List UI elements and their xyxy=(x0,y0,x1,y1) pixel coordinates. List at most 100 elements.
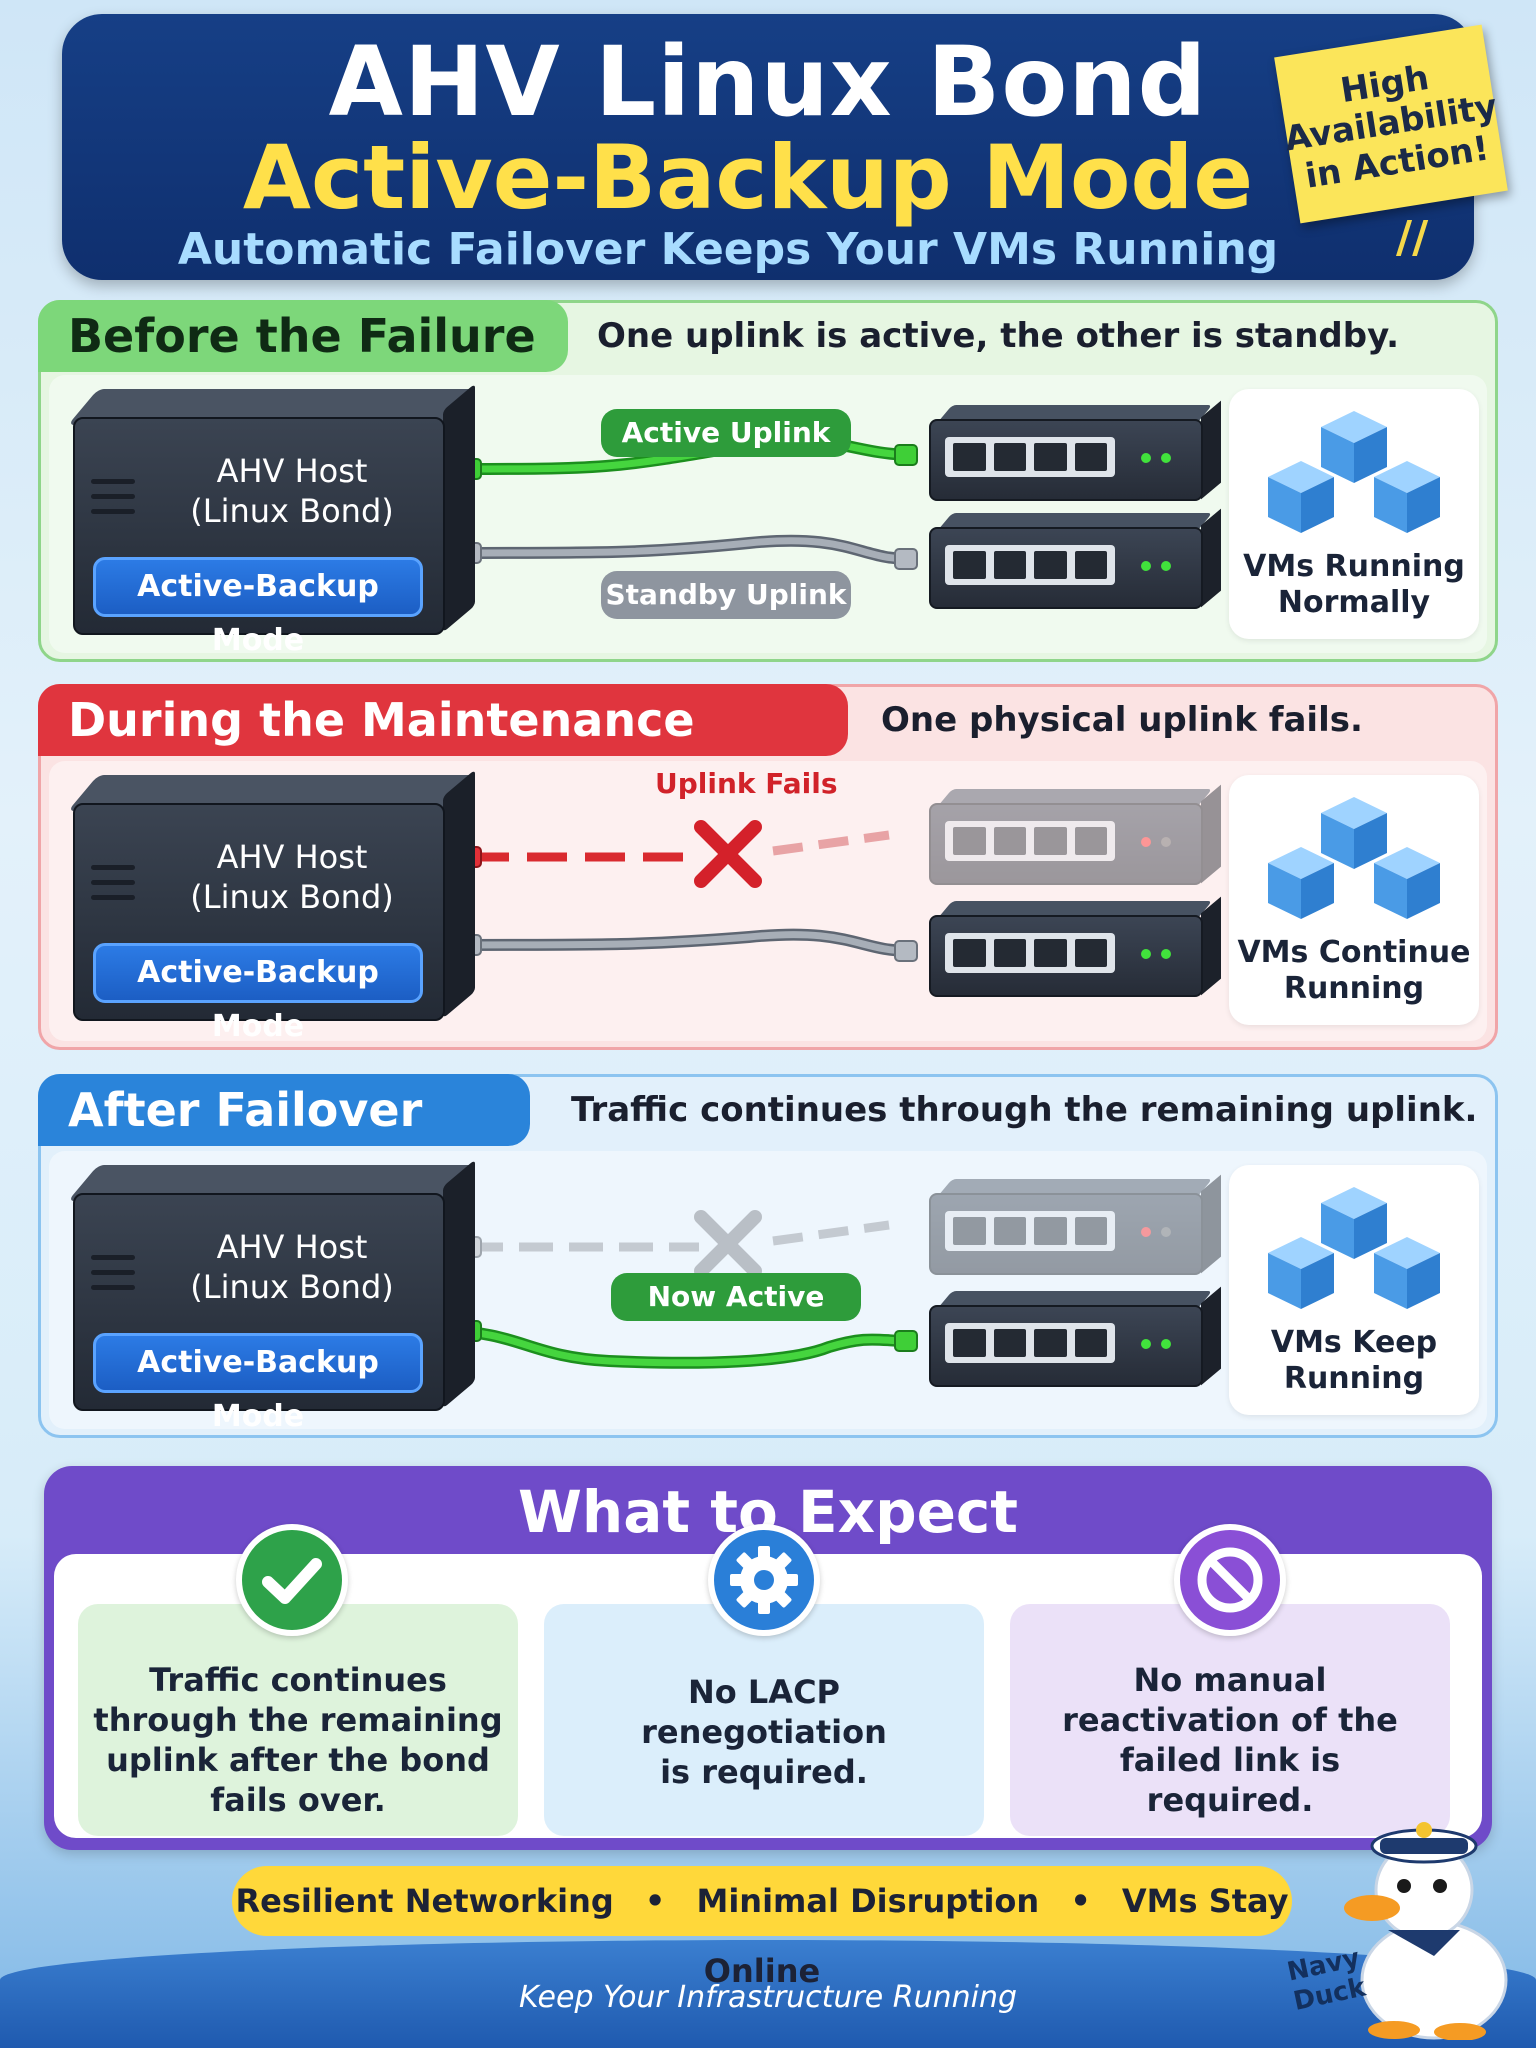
section-tag: After Failover xyxy=(38,1074,530,1146)
footer-wave xyxy=(0,1940,1536,2048)
gear-icon xyxy=(708,1524,820,1636)
page-title: AHV Linux Bond xyxy=(328,26,1208,138)
expect-card-line: reactivation of the xyxy=(1062,1701,1398,1739)
status-led-icon xyxy=(1161,837,1171,847)
network-switch-2 xyxy=(929,508,1229,609)
switch-ports-icon xyxy=(945,1323,1115,1363)
mode-badge: Active-Backup Mode xyxy=(93,1333,423,1434)
vent-icon xyxy=(91,479,135,524)
sticky-note: High Availability in Action! xyxy=(1274,24,1508,224)
ahv-host: AHV Host (Linux Bond) Active-Backup Mode xyxy=(67,769,497,1044)
switch-ports-icon xyxy=(945,545,1115,585)
section-tag: Before the Failure xyxy=(38,300,568,372)
status-led-icon xyxy=(1161,1339,1171,1349)
section-tag: During the Maintenance Window xyxy=(38,684,848,819)
vm-status-sublabel: Normally xyxy=(1277,585,1431,620)
vm-status-card: VMs Continue Running xyxy=(1229,775,1479,1025)
host-sublabel: (Linux Bond) xyxy=(190,1268,394,1306)
network-switch-2 xyxy=(929,1286,1229,1387)
section-body: AHV Host (Linux Bond) Active-Backup Mode… xyxy=(49,1151,1487,1434)
section-description: One uplink is active, the other is stand… xyxy=(597,316,1400,356)
vm-cubes-icon xyxy=(1268,411,1440,533)
switch-ports-icon xyxy=(945,933,1115,973)
navy-duck-mascot xyxy=(1344,1822,1508,2040)
vm-status-label: VMs Continue xyxy=(1237,935,1471,970)
vm-status-card: VMs Running Normally xyxy=(1229,389,1479,639)
section-after-failover: After Failover Traffic continues through… xyxy=(38,1074,1498,1438)
vm-cubes-icon xyxy=(1268,797,1440,919)
ahv-host: AHV Host (Linux Bond) Active-Backup Mode xyxy=(67,1159,497,1434)
uplink-cables xyxy=(443,1210,918,1369)
network-switch-2 xyxy=(929,896,1229,997)
vent-icon xyxy=(91,865,135,910)
page-title-mode: Active-Backup Mode xyxy=(242,126,1254,229)
expect-card-reactivation: No manual reactivation of the failed lin… xyxy=(1010,1604,1450,1836)
expect-card-line: failed link is xyxy=(1119,1741,1341,1779)
ahv-host: AHV Host (Linux Bond) Active-Backup Mode xyxy=(67,383,497,658)
section-description: One physical uplink fails. xyxy=(881,700,1363,740)
vent-icon xyxy=(91,1255,135,1300)
section-maintenance-window: During the Maintenance Window One physic… xyxy=(38,684,1498,1050)
vm-status-sublabel: Running xyxy=(1283,971,1425,1006)
failed-network-switch xyxy=(929,1174,1229,1275)
mode-badge: Active-Backup Mode xyxy=(93,943,423,1044)
section-body: Uplink Fails AHV Host (Linux Bond) Activ… xyxy=(49,761,1487,1044)
expect-card-line: renegotiation xyxy=(641,1713,887,1751)
bullet-separator: • xyxy=(1070,1882,1091,1920)
footer-tagline: Keep Your Infrastructure Running xyxy=(518,1980,1018,2015)
vm-status-card: VMs Keep Running xyxy=(1229,1165,1479,1415)
now-active-label: Now Active xyxy=(611,1273,861,1321)
expect-card-lacp: No LACP renegotiation is required. xyxy=(544,1604,984,1836)
host-label: AHV Host xyxy=(216,452,368,490)
status-led-icon xyxy=(1141,837,1151,847)
host-label: AHV Host xyxy=(216,1228,368,1266)
status-led-icon xyxy=(1141,1227,1151,1237)
host-sublabel: (Linux Bond) xyxy=(190,492,394,530)
host-sublabel: (Linux Bond) xyxy=(190,878,394,916)
expect-card-line: No LACP xyxy=(688,1673,840,1711)
status-led-icon xyxy=(1161,1227,1171,1237)
status-led-icon xyxy=(1161,561,1171,571)
benefit-item: Resilient Networking xyxy=(235,1882,614,1920)
switch-ports-icon xyxy=(945,821,1115,861)
expect-card-traffic: Traffic continues through the remaining … xyxy=(78,1604,518,1836)
status-led-icon xyxy=(1141,453,1151,463)
benefits-banner: Resilient Networking • Minimal Disruptio… xyxy=(232,1866,1292,1990)
vm-status-label: VMs Running xyxy=(1243,549,1465,584)
switch-ports-icon xyxy=(945,1211,1115,1251)
expect-card-line: is required. xyxy=(660,1753,868,1791)
active-uplink-label: Active Uplink xyxy=(601,409,851,457)
vm-cubes-icon xyxy=(1268,1187,1440,1309)
x-mark-icon xyxy=(694,1210,762,1278)
benefit-item: Minimal Disruption xyxy=(696,1882,1040,1920)
expect-card-line: required. xyxy=(1146,1781,1314,1819)
benefit-item: VMs Stay Online xyxy=(703,1882,1289,1990)
expect-card-line: No manual xyxy=(1133,1661,1327,1699)
network-switch-1 xyxy=(929,400,1229,501)
status-led-icon xyxy=(1141,561,1151,571)
expect-card-line: Traffic continues xyxy=(149,1661,447,1699)
vm-status-sublabel: Running xyxy=(1283,1361,1425,1396)
expect-card-line: uplink after the bond xyxy=(106,1741,490,1779)
standby-uplink-label: Standby Uplink xyxy=(601,571,851,619)
expect-card-line: fails over. xyxy=(210,1781,386,1819)
status-led-icon xyxy=(1141,1339,1151,1349)
switch-ports-icon xyxy=(945,437,1115,477)
x-mark-icon xyxy=(694,820,762,888)
mode-badge: Active-Backup Mode xyxy=(93,557,423,658)
status-led-icon xyxy=(1141,949,1151,959)
check-icon xyxy=(236,1524,348,1636)
failed-network-switch xyxy=(929,784,1229,885)
what-to-expect-panel: What to Expect Traffic continues through… xyxy=(44,1466,1492,1850)
uplink-fails-label: Uplink Fails xyxy=(655,767,838,800)
expect-card-line: through the remaining xyxy=(93,1701,503,1739)
section-before-failure: Before the Failure One uplink is active,… xyxy=(38,300,1498,662)
expect-body: Traffic continues through the remaining … xyxy=(54,1524,1482,1838)
host-label: AHV Host xyxy=(216,838,368,876)
accent-marks-icon: // xyxy=(1396,212,1429,263)
section-description: Traffic continues through the remaining … xyxy=(571,1090,1478,1130)
vm-status-label: VMs Keep xyxy=(1270,1325,1438,1360)
page-subtitle: Automatic Failover Keeps Your VMs Runnin… xyxy=(177,224,1279,275)
no-entry-icon xyxy=(1174,1524,1286,1636)
section-body: AHV Host (Linux Bond) Active-Backup Mode… xyxy=(49,375,1487,658)
